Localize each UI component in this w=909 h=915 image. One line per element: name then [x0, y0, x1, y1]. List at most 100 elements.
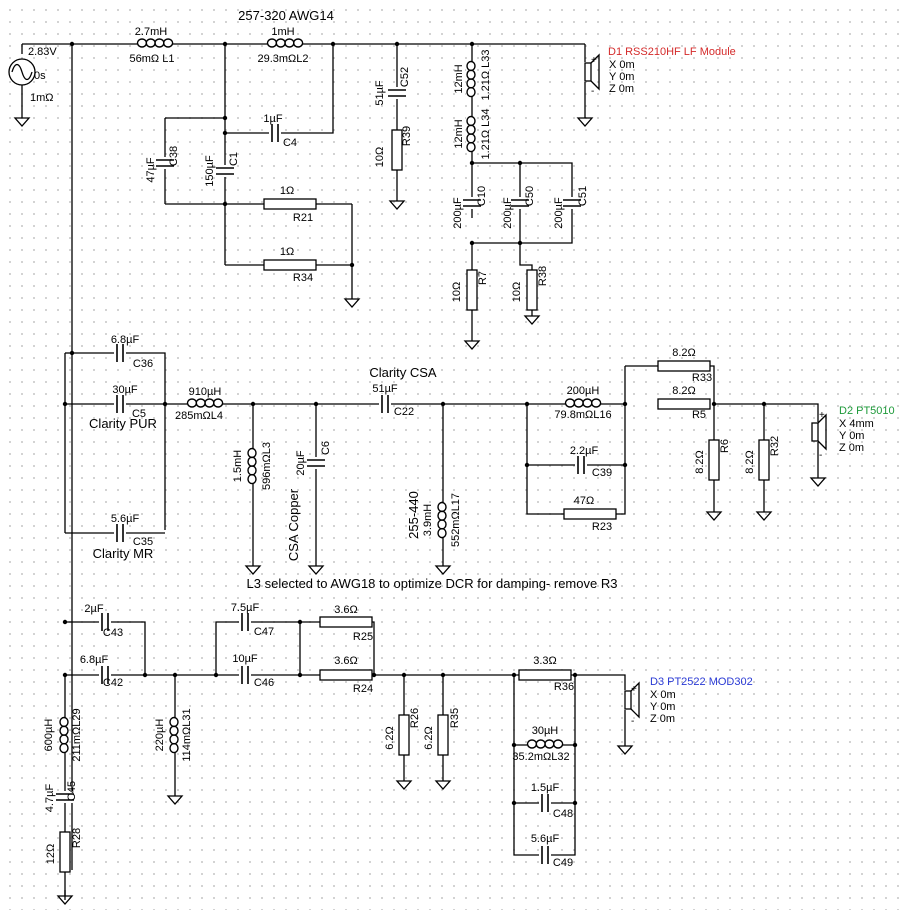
c42-value-label: 6.8µF	[80, 654, 109, 666]
ground-icon	[434, 565, 452, 575]
polarity-plus-label: +	[819, 410, 825, 421]
l31-value-label: 220µH	[154, 719, 166, 752]
resistor-R28	[59, 831, 71, 873]
ground-icon	[56, 895, 74, 905]
resistor-R33	[657, 360, 711, 372]
l29-ref-label: 211mΩL29	[71, 708, 83, 761]
inductor-L1-coil	[162, 38, 174, 48]
r34-ref-label: R34	[293, 272, 313, 284]
d1-z-label: Z 0m	[609, 83, 634, 95]
ground-icon	[388, 200, 406, 210]
resistor-R26	[398, 714, 410, 756]
l2-ref-label: 29.3mΩL2	[257, 53, 308, 65]
speaker-body-icon	[584, 62, 592, 82]
d1-x-label: X 0m	[609, 59, 635, 71]
csa-copper-annotation: CSA Copper	[286, 488, 301, 561]
ground-icon	[307, 565, 325, 575]
c4-value-label: 1µF	[263, 113, 282, 125]
l2-value-label: 1mH	[271, 26, 294, 38]
c10-value-label: 200µF	[452, 197, 464, 229]
r26-ref-label: R26	[409, 708, 421, 728]
l32-value-label: 30µH	[532, 725, 559, 737]
speaker-body-icon	[811, 422, 819, 442]
wire	[513, 675, 576, 856]
c45-ref-label: C45	[66, 781, 78, 801]
resistor-R38	[526, 269, 538, 311]
d3-z-label: Z 0m	[650, 713, 675, 725]
c39-value-label: 2.2µF	[570, 445, 599, 457]
clarity-pur-annotation: Clarity PUR	[89, 416, 157, 431]
r38-ref-label: R38	[537, 266, 549, 286]
resistor-R6	[708, 439, 720, 481]
c22-ref-label: C22	[394, 406, 414, 418]
clarity-csa-annotation: Clarity CSA	[369, 365, 437, 380]
d2-z-label: Z 0m	[839, 442, 864, 454]
l16-value-label: 200µH	[567, 385, 600, 397]
wire	[65, 674, 626, 690]
c52-value-label: 51µF	[374, 80, 386, 106]
ground-icon	[13, 117, 31, 127]
c49-value-label: 5.6µF	[531, 833, 560, 845]
r33-value-label: 8.2Ω	[672, 347, 696, 359]
wire	[65, 621, 146, 675]
l33-value-label: 12mH	[453, 64, 465, 93]
c5-value-label: 30µF	[112, 384, 138, 396]
l32-ref-label: 35.2mΩL32	[512, 751, 569, 763]
l4-ref-label: 285mΩL4	[175, 410, 223, 422]
inductor-L3-coil	[247, 473, 257, 485]
r5-value-label: 8.2Ω	[672, 385, 696, 397]
inductor-L4-coil	[212, 398, 224, 408]
r34-value-label: 1Ω	[280, 246, 294, 258]
c38-ref-label: C38	[168, 146, 180, 166]
capacitor-gap-C22	[379, 394, 391, 414]
r35-value-label: 6.2Ω	[423, 726, 435, 750]
ground-icon	[395, 780, 413, 790]
d2-y-label: Y 0m	[839, 430, 864, 442]
ground-icon	[244, 565, 262, 575]
c1-ref-label: C1	[228, 152, 240, 166]
l31-ref-label: 114mΩL31	[181, 708, 193, 761]
d2-name-label: D2 PT5010	[839, 405, 895, 417]
c22-value-label: 51µF	[372, 383, 398, 395]
c6-ref-label: C6	[320, 441, 332, 455]
c46-ref-label: C46	[254, 677, 274, 689]
l3-ref-label: 596mΩL3	[261, 442, 273, 490]
inductor-L16-coil	[590, 398, 602, 408]
inductor-L32-coil	[552, 739, 564, 749]
r39-ref-label: R39	[401, 126, 413, 146]
r23-ref-label: R23	[592, 521, 612, 533]
r24-value-label: 3.6Ω	[334, 655, 358, 667]
l3-value-label: 1.5mH	[232, 450, 244, 482]
resistor-R24	[319, 669, 373, 681]
capacitor-gap-C46	[239, 665, 251, 685]
d2-x-label: X 4mm	[839, 418, 874, 430]
l4-value-label: 910µH	[189, 386, 222, 398]
c52-ref-label: C52	[399, 67, 411, 87]
capacitor-gap-C47	[239, 612, 251, 632]
c46-value-label: 10µF	[232, 653, 258, 665]
speaker-cone-icon	[630, 681, 640, 719]
r23-value-label: 47Ω	[574, 495, 594, 507]
r28-value-label: 12Ω	[45, 844, 57, 864]
junction-dot	[142, 672, 148, 678]
r35-ref-label: R35	[449, 708, 461, 728]
c47-ref-label: C47	[254, 626, 274, 638]
resistor-R21	[263, 198, 317, 210]
wire	[714, 403, 819, 422]
d3-x-label: X 0m	[650, 689, 676, 701]
polarity-minus-label: -	[819, 450, 822, 461]
wire	[215, 621, 301, 675]
ground-icon	[576, 117, 594, 127]
c50-value-label: 200µF	[502, 197, 514, 229]
r36-ref-label: R36	[554, 681, 574, 693]
resistor-R32	[758, 439, 770, 481]
c4-ref-label: C4	[283, 137, 297, 149]
ground-icon	[616, 745, 634, 755]
r28-ref-label: R28	[71, 828, 83, 848]
sine-wave-icon	[11, 63, 33, 81]
c10-ref-label: C10	[476, 186, 488, 206]
source-delay-label: 0s	[34, 70, 46, 82]
inductor-L33-coil	[466, 86, 476, 98]
capacitor-gap-C49	[539, 845, 551, 865]
